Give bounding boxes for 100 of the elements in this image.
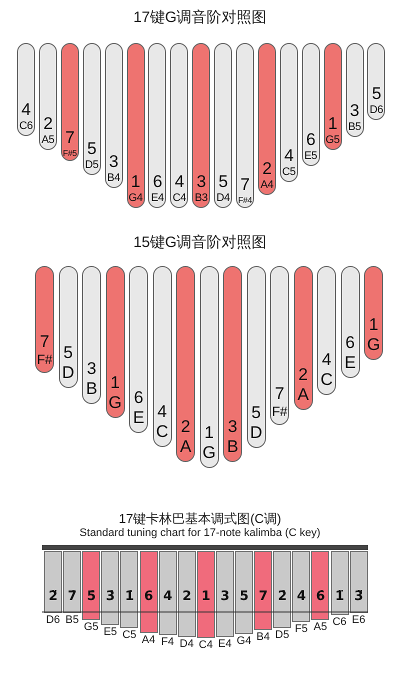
note-label: A5 [314,621,328,633]
tine-key [196,551,215,638]
key-number: 5 [218,173,228,190]
key-number: 7 [274,384,284,402]
key-number: 1 [328,115,338,132]
tine-key [148,43,166,208]
note-name: B3 [194,193,208,204]
note-name: E [132,409,144,426]
key-number: 5̇ [86,590,96,603]
note-name: C5 [282,167,296,178]
note-label: C6 [332,616,347,628]
key-number: 7 [40,332,50,350]
key-number: 4 [174,173,184,190]
note-name: E [344,354,356,371]
note-name: A5 [41,135,54,146]
tine-key [129,266,148,433]
tine-key [216,551,234,637]
key-number: 5 [251,404,261,421]
tine-key [258,43,276,195]
note-name: D [62,364,74,381]
tine-key [158,551,177,635]
tine-key [273,551,292,628]
key-number: 4 [284,147,294,164]
key-number: 7 [240,176,250,192]
chart-title: 17键卡林巴基本调式图(C调) [118,510,282,528]
key-number: 4 [163,590,172,603]
note-name: G4 [128,193,143,204]
note-label: C5 [122,629,136,641]
tine-key [346,43,364,137]
tine-key [294,266,312,410]
tine-key [63,551,82,613]
tine-key [302,43,320,166]
note-label: G5 [84,621,99,633]
tine-key [178,551,196,637]
note-label: B4 [256,631,270,643]
note-name: D [250,424,262,441]
tine-key [176,266,195,462]
note-name: E4 [150,193,164,204]
note-label: D6 [46,614,60,626]
note-label: B5 [65,614,79,626]
note-name: B [226,438,238,455]
tine-key [126,43,144,208]
tine-key [340,266,360,378]
note-name: B5 [348,122,361,133]
key-number: 2 [180,418,190,435]
note-name: G [367,336,380,353]
tine-key [35,266,54,373]
tine-key [152,266,172,447]
key-number: 6 [152,173,162,190]
key-number: 1 [201,590,210,603]
tine-key [82,551,100,620]
tine-key [350,551,368,613]
key-number: 1 [130,173,140,190]
tine-key [311,551,330,620]
key-number: 5 [63,344,73,361]
key-number: 4 [21,101,31,118]
note-label: F5 [294,623,308,635]
tine-key [330,551,348,615]
key-number: 2̇ [278,590,287,603]
key-number: 1̇ [125,590,134,603]
key-number: 3 [196,173,206,190]
key-number: 4̇ [296,590,306,603]
key-number: 1 [204,424,214,441]
tine-key [106,266,124,418]
note-name: D6 [370,105,384,116]
note-label: E4 [218,638,232,650]
key-number: 5 [372,85,381,102]
note-name: F#5 [62,148,77,157]
key-number: 2 [298,366,308,383]
note-name: E5 [304,151,318,162]
tine-key [292,551,310,622]
key-number: 3 [350,102,360,119]
key-number: 3 [86,360,96,377]
tine-key [324,43,342,150]
tine-key [104,43,123,188]
tine-key [364,266,383,360]
note-name: A [180,438,192,455]
note-name: A4 [260,180,274,191]
key-number: 2 [43,115,52,132]
note-name: B4 [107,173,120,184]
note-name: C4 [172,193,186,204]
note-label: E6 [352,614,366,626]
note-name: G [108,394,122,411]
tine-key [192,43,210,208]
note-label: F4 [161,636,174,648]
tine-key [82,43,101,175]
key-number: 3 [220,590,230,603]
note-name: C [320,371,332,388]
key-number: 4 [157,403,167,420]
key-number: 5 [87,140,96,157]
note-name: F# [36,352,52,366]
key-number: 3̈ [354,590,363,603]
key-number: 7̇ [68,590,76,603]
tine-key [270,266,289,425]
tine-key [200,266,218,468]
tine-key [60,43,79,161]
tine-key [38,43,57,150]
tine-key [367,43,386,120]
note-label: D5 [275,629,290,641]
tine-key [82,266,101,404]
